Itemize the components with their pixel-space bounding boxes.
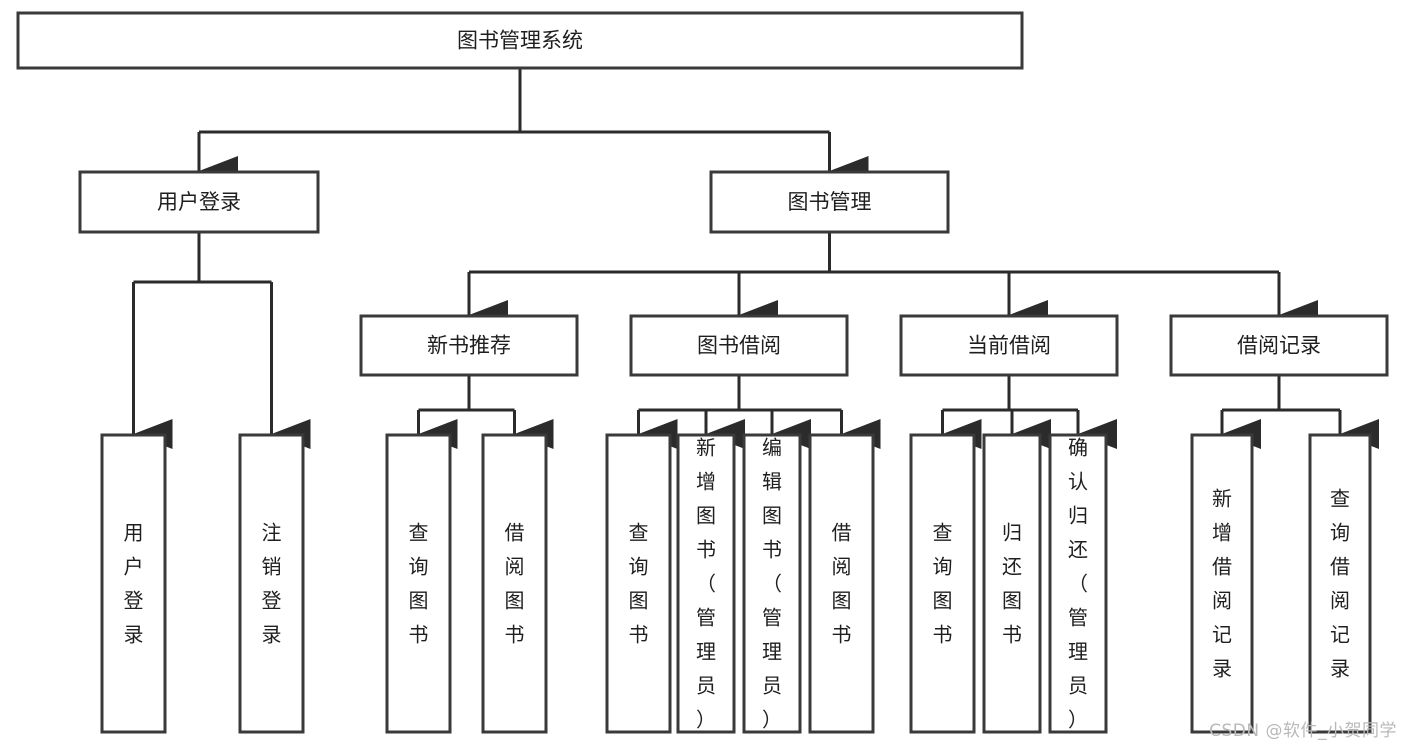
connectors-layer — [132, 68, 1379, 449]
node-book-borrow-label: 图书借阅 — [697, 334, 781, 358]
node-new-book-rec[interactable]: 新书推荐 — [359, 314, 579, 377]
leaf-br-add-record[interactable]: 新增借阅记录 — [1190, 433, 1254, 734]
leaf-leaf-user-logout-box — [238, 433, 305, 734]
edge-group-borrow-record — [1220, 375, 1379, 449]
node-root[interactable]: 图书管理系统 — [16, 11, 1024, 70]
edge-group-current-borrow — [941, 375, 1117, 449]
leaf-br-query-record-label: 查询借阅记录 — [1330, 487, 1350, 681]
leaf-br-query-record[interactable]: 查询借阅记录 — [1308, 433, 1372, 734]
leaf-cb-query-book-label: 查询图书 — [933, 521, 953, 647]
node-current-borrow-label: 当前借阅 — [967, 334, 1051, 358]
node-borrow-record-label: 借阅记录 — [1237, 334, 1321, 358]
leaf-cb-return-book[interactable]: 归还图书 — [982, 433, 1042, 734]
leaf-leaf-user-login-box — [100, 433, 167, 734]
node-book-manage-label: 图书管理 — [788, 190, 872, 214]
leaf-cb-return-book-box — [982, 433, 1042, 734]
leaf-nb-borrow-book-box — [481, 433, 548, 734]
leaf-bb-add-book-label: 新增图书（管理员） — [696, 436, 716, 732]
node-root-box — [16, 11, 1024, 70]
node-new-book-rec-label: 新书推荐 — [427, 334, 511, 358]
node-user-login[interactable]: 用户登录 — [78, 170, 320, 234]
node-new-book-rec-box — [359, 314, 579, 377]
edge-group-root — [197, 68, 869, 186]
leaf-bb-edit-book[interactable]: 编辑图书（管理员） — [742, 433, 802, 734]
node-user-login-box — [78, 170, 320, 234]
node-book-borrow[interactable]: 图书借阅 — [629, 314, 849, 377]
leaf-nb-borrow-book-label: 借阅图书 — [505, 521, 525, 647]
leaf-bb-query-book[interactable]: 查询图书 — [605, 433, 672, 734]
leaf-cb-query-book[interactable]: 查询图书 — [909, 433, 976, 734]
leaf-leaf-user-logout-label: 注销登录 — [262, 521, 282, 647]
leaf-nb-query-book[interactable]: 查询图书 — [385, 433, 452, 734]
node-book-manage-box — [709, 170, 950, 234]
node-book-borrow-box — [629, 314, 849, 377]
leaf-cb-confirm-return-label: 确认归还（管理员） — [1068, 436, 1088, 732]
leaf-bb-edit-book-label: 编辑图书（管理员） — [762, 436, 782, 732]
leaf-cb-confirm-return-box — [1048, 433, 1108, 734]
leaf-bb-query-book-label: 查询图书 — [629, 521, 649, 647]
leaf-bb-add-book-box — [676, 433, 736, 734]
leaf-br-add-record-label: 新增借阅记录 — [1212, 487, 1232, 681]
leaf-nb-query-book-box — [385, 433, 452, 734]
node-current-borrow[interactable]: 当前借阅 — [899, 314, 1119, 377]
edge-group-new-book-rec — [417, 375, 554, 449]
edge-group-user-login — [132, 232, 311, 449]
leaf-leaf-user-logout[interactable]: 注销登录 — [238, 433, 305, 734]
node-book-manage[interactable]: 图书管理 — [709, 170, 950, 234]
edge-group-book-manage — [467, 232, 1318, 330]
leaf-bb-borrow-book-label: 借阅图书 — [832, 521, 852, 647]
node-user-login-label: 用户登录 — [157, 190, 241, 214]
leaf-leaf-user-login[interactable]: 用户登录 — [100, 433, 167, 734]
leaf-nb-query-book-label: 查询图书 — [409, 521, 429, 647]
leaf-bb-borrow-book[interactable]: 借阅图书 — [808, 433, 875, 734]
leaf-bb-edit-book-box — [742, 433, 802, 734]
leaf-br-add-record-box — [1190, 433, 1254, 734]
edge-group-book-borrow — [637, 375, 881, 449]
leaf-cb-confirm-return[interactable]: 确认归还（管理员） — [1048, 433, 1108, 734]
node-current-borrow-box — [899, 314, 1119, 377]
leaf-br-query-record-box — [1308, 433, 1372, 734]
leaf-cb-return-book-label: 归还图书 — [1002, 521, 1022, 647]
leaf-bb-add-book[interactable]: 新增图书（管理员） — [676, 433, 736, 734]
node-borrow-record-box — [1169, 314, 1389, 377]
leaf-nb-borrow-book[interactable]: 借阅图书 — [481, 433, 548, 734]
node-root-label: 图书管理系统 — [457, 29, 583, 53]
nodes-layer: 图书管理系统用户登录图书管理新书推荐图书借阅当前借阅借阅记录用户登录注销登录查询… — [16, 11, 1389, 734]
leaf-bb-query-book-box — [605, 433, 672, 734]
leaf-bb-borrow-book-box — [808, 433, 875, 734]
leaf-cb-query-book-box — [909, 433, 976, 734]
node-borrow-record[interactable]: 借阅记录 — [1169, 314, 1389, 377]
leaf-leaf-user-login-label: 用户登录 — [124, 521, 144, 647]
